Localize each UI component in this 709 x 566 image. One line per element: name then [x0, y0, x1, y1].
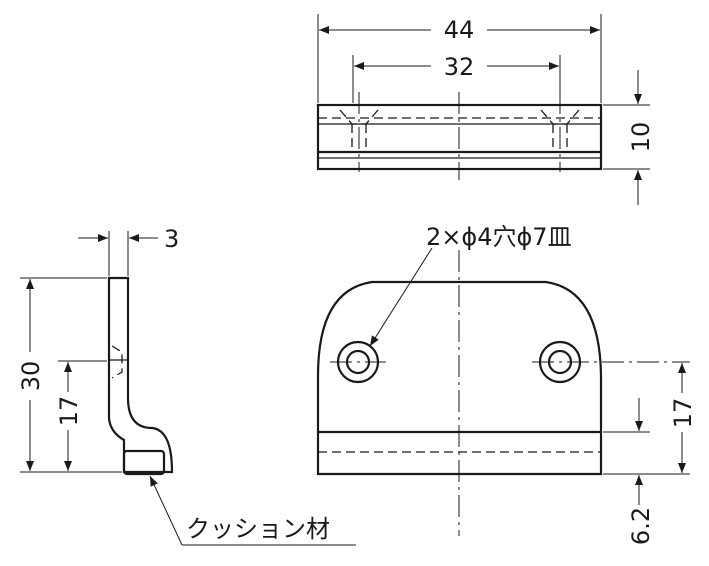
dim-front-hole-height: 17	[603, 363, 697, 475]
countersunk-hole-left	[330, 340, 386, 384]
cushion-label: クッション材	[186, 515, 330, 543]
hole-spec-label: 2×ϕ4穴ϕ7皿	[426, 223, 572, 251]
cushion-pad	[122, 449, 166, 476]
dim-side-hole-height: 17	[55, 360, 107, 471]
dim-top-depth: 10	[603, 70, 655, 205]
dim-top-depth-label: 10	[627, 122, 655, 153]
dim-side-thickness-label: 3	[164, 225, 179, 253]
side-view	[107, 276, 174, 476]
dim-top-width: 44	[317, 14, 602, 103]
dim-hole-pitch-label: 32	[444, 53, 475, 81]
hole-spec-leader: 2×ϕ4穴ϕ7皿	[369, 223, 572, 347]
dim-side-height-label: 30	[17, 361, 45, 392]
dim-hole-pitch: 32	[352, 53, 561, 103]
cushion-leader: クッション材	[149, 475, 356, 546]
countersunk-hole-right	[532, 340, 690, 384]
front-view-outline	[316, 280, 603, 476]
dim-front-bottom-label: 6.2	[627, 507, 655, 545]
dim-side-thickness: 3	[78, 225, 179, 276]
dim-top-width-label: 44	[444, 16, 475, 44]
dim-front-hole-height-label: 17	[669, 398, 697, 429]
dim-side-hole-height-label: 17	[55, 396, 83, 427]
dim-front-bottom: 6.2	[603, 398, 655, 545]
top-view	[316, 92, 603, 180]
top-countersink-left	[339, 109, 379, 152]
side-view-outline	[107, 276, 174, 474]
top-countersink-right	[540, 109, 580, 152]
front-view	[316, 250, 690, 536]
dim-side-height: 30	[17, 277, 122, 473]
